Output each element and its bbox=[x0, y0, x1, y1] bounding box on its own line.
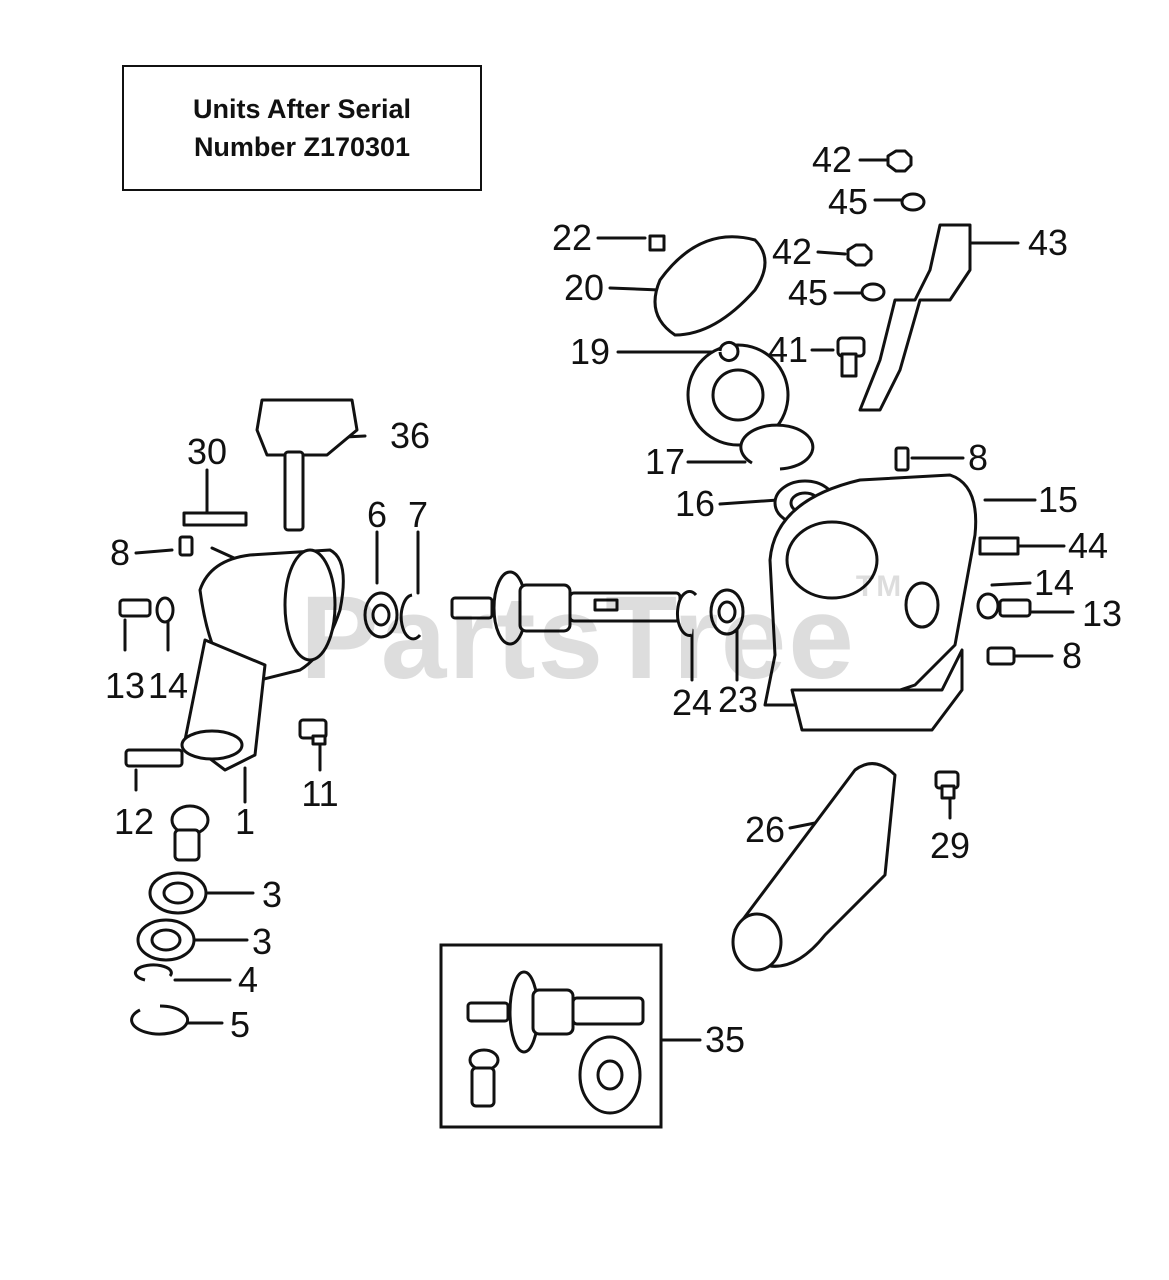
callout-45-top: 45 bbox=[827, 181, 869, 222]
callout-35: 35 bbox=[704, 1019, 746, 1060]
callout-15: 15 bbox=[1037, 479, 1079, 520]
callout-20: 20 bbox=[563, 267, 605, 308]
serial-note-box: Units After Serial Number Z170301 bbox=[122, 65, 482, 191]
callout-13-right: 13 bbox=[1081, 593, 1123, 634]
callout-29: 29 bbox=[929, 825, 971, 866]
callout-36: 36 bbox=[389, 415, 431, 456]
callout-5: 5 bbox=[229, 1004, 251, 1045]
callout-17: 17 bbox=[644, 441, 686, 482]
callout-1: 1 bbox=[234, 801, 256, 842]
callout-41: 41 bbox=[767, 329, 809, 370]
callout-30: 30 bbox=[186, 431, 228, 472]
callout-44: 44 bbox=[1067, 525, 1109, 566]
callout-3-upper: 3 bbox=[261, 874, 283, 915]
callout-23: 23 bbox=[717, 679, 759, 720]
callout-26: 26 bbox=[744, 809, 786, 850]
watermark: PartsTreeTM bbox=[300, 570, 904, 704]
callout-6: 6 bbox=[366, 494, 388, 535]
callout-8-top-right: 8 bbox=[967, 437, 989, 478]
callout-16: 16 bbox=[674, 483, 716, 524]
callout-8-right: 8 bbox=[1061, 635, 1083, 676]
callout-14-right: 14 bbox=[1033, 562, 1075, 603]
callout-43: 43 bbox=[1027, 222, 1069, 263]
callout-45: 45 bbox=[787, 272, 829, 313]
serial-note-line1: Units After Serial bbox=[192, 94, 412, 124]
callout-42: 42 bbox=[771, 231, 813, 272]
callout-42-top: 42 bbox=[811, 139, 853, 180]
callout-22: 22 bbox=[551, 217, 593, 258]
callout-4: 4 bbox=[237, 959, 259, 1000]
callout-24: 24 bbox=[671, 682, 713, 723]
callout-14-left: 14 bbox=[147, 665, 189, 706]
serial-note-line2: Number Z170301 bbox=[193, 132, 411, 162]
callout-7: 7 bbox=[407, 494, 429, 535]
callout-11: 11 bbox=[301, 773, 339, 814]
callout-19: 19 bbox=[569, 331, 611, 372]
callout-13-left: 13 bbox=[104, 665, 146, 706]
callout-8-left: 8 bbox=[109, 532, 131, 573]
callout-12: 12 bbox=[113, 801, 155, 842]
callout-3-lower: 3 bbox=[251, 921, 273, 962]
